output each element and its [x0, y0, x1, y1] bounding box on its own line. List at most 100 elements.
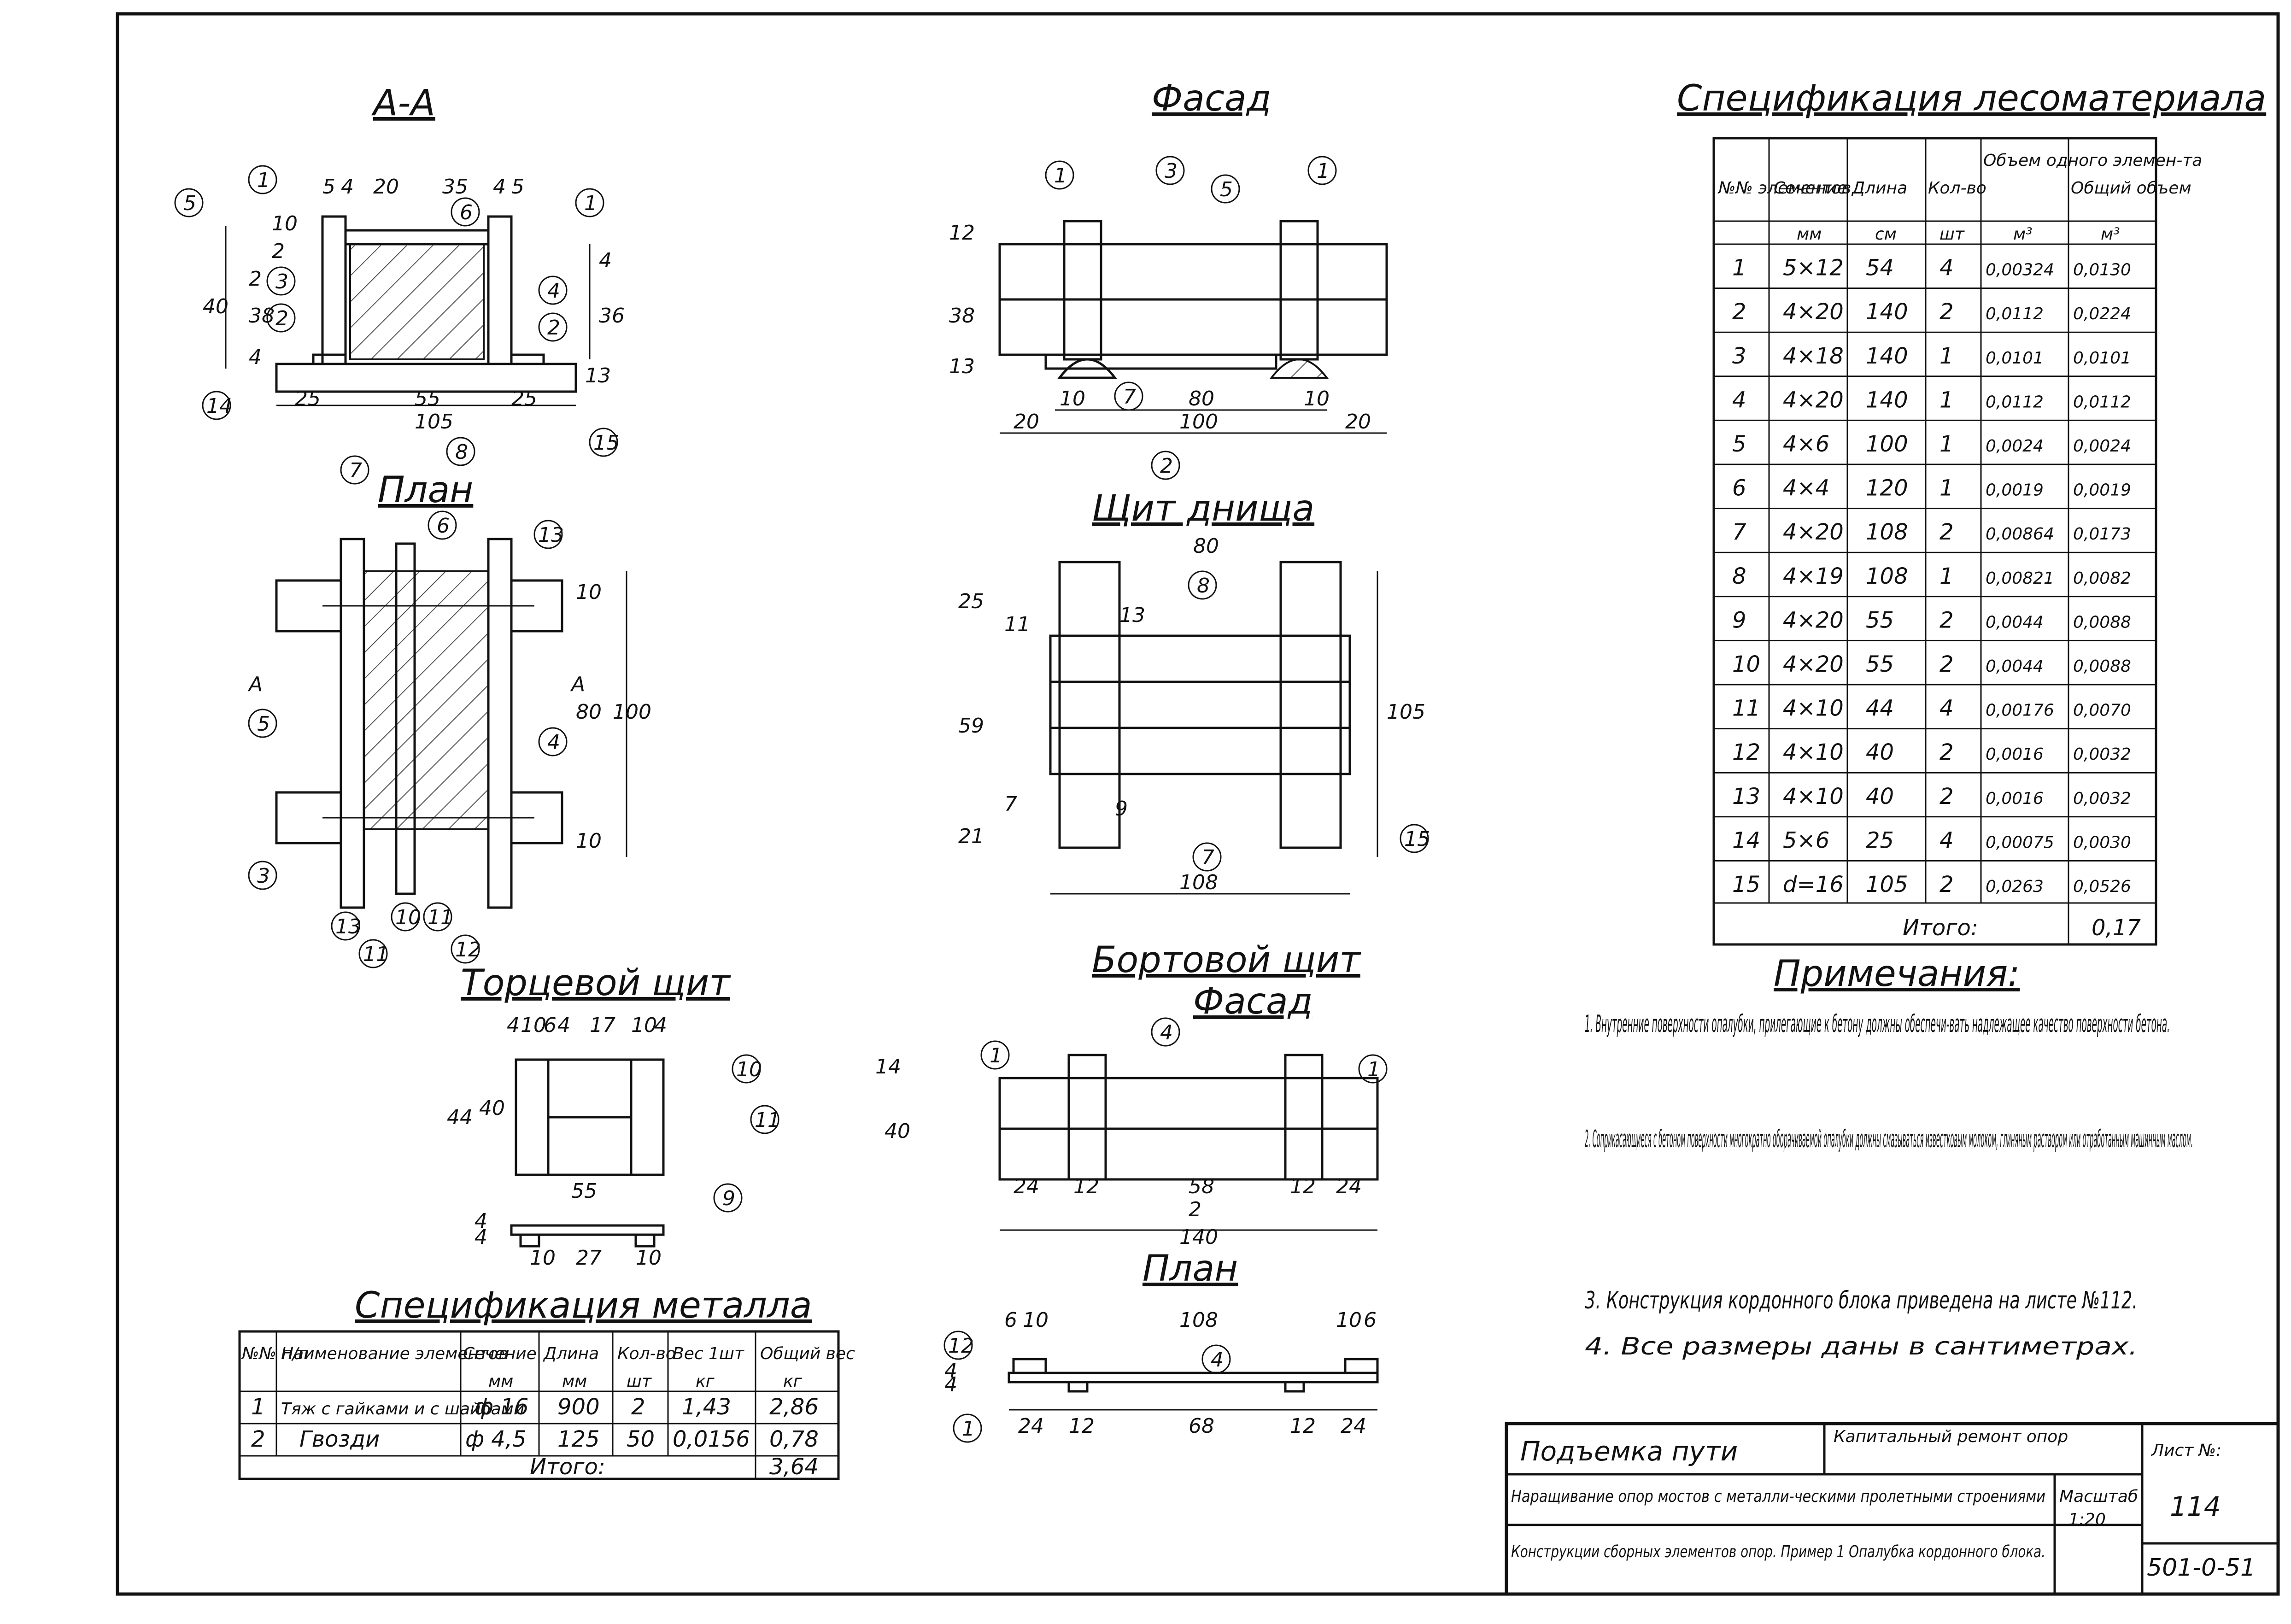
svg-text:4: 4	[493, 175, 506, 199]
svg-text:Конструкции сборных элементов: Конструкции сборных элементов опор. Прим…	[1511, 1542, 2045, 1561]
svg-text:2,86: 2,86	[769, 1394, 819, 1420]
svg-text:7: 7	[1201, 846, 1214, 869]
wood-spec-cell: 2	[1939, 299, 1954, 325]
svg-text:4: 4	[1211, 1348, 1224, 1372]
notes-title: Примечания:	[1774, 953, 2020, 995]
note-4: 4. Все размеры даны в сантиметрах.	[1585, 1333, 2138, 1360]
wood-spec-cell: 140	[1866, 343, 1908, 369]
svg-text:27: 27	[576, 1246, 602, 1270]
svg-text:105: 105	[415, 410, 453, 434]
svg-text:38: 38	[949, 304, 975, 328]
svg-text:13: 13	[585, 364, 611, 387]
svg-text:№№ п/п: №№ п/п	[241, 1344, 309, 1363]
svg-text:4: 4	[654, 1014, 667, 1037]
svg-text:4: 4	[507, 1014, 520, 1037]
wood-spec-cell: 4	[1939, 696, 1954, 721]
svg-text:10: 10	[1060, 387, 1085, 410]
wood-spec-cell: 4×20	[1783, 519, 1844, 545]
wood-spec-cell: 0,0044	[1986, 657, 2044, 676]
wood-spec-cell: 5	[1732, 431, 1746, 457]
plan-title: План	[378, 469, 473, 511]
wood-spec-cell: 11	[1732, 696, 1760, 721]
wood-spec-cell: 0,0019	[1986, 481, 2044, 500]
svg-text:13: 13	[949, 355, 975, 378]
svg-text:4: 4	[341, 175, 354, 199]
wood-spec-cell: 0,00821	[1986, 569, 2054, 588]
svg-text:10: 10	[530, 1246, 556, 1270]
wood-spec-cell: 0,0130	[2073, 261, 2131, 280]
svg-text:12: 12	[455, 938, 481, 962]
svg-text:24: 24	[1336, 1175, 1362, 1198]
wood-spec-cell: 0,0112	[2073, 393, 2131, 411]
svg-text:8: 8	[455, 440, 468, 464]
svg-text:17: 17	[590, 1014, 615, 1037]
svg-text:24: 24	[1014, 1175, 1039, 1198]
end-shield: Торцевой щит 4 10 6 4 17 10 4 44 40 55 4…	[447, 962, 780, 1270]
svg-text:Объем одного элемен-та: Объем одного элемен-та	[1983, 151, 2202, 170]
svg-text:4: 4	[249, 346, 262, 369]
wood-spec-cell: 4×10	[1783, 739, 1844, 765]
metal-spec: Спецификация металла №№ п/п Наименование…	[238, 1285, 855, 1480]
end-shield-title: Торцевой щит	[461, 962, 731, 1004]
svg-text:6: 6	[1004, 1308, 1017, 1332]
svg-text:58: 58	[1189, 1175, 1214, 1198]
wood-spec-cell: d=16	[1783, 872, 1844, 897]
wood-spec-cell: 1	[1732, 255, 1746, 281]
svg-text:4: 4	[1160, 1021, 1173, 1044]
svg-text:10: 10	[272, 212, 298, 235]
svg-text:3,64: 3,64	[769, 1454, 819, 1480]
svg-text:12: 12	[1069, 1414, 1095, 1438]
svg-text:5: 5	[183, 192, 196, 215]
svg-text:7: 7	[349, 459, 362, 482]
svg-text:1: 1	[962, 1417, 975, 1441]
wood-spec-cell: 25	[1866, 827, 1894, 853]
svg-text:11: 11	[363, 943, 389, 966]
svg-text:1,43: 1,43	[682, 1394, 731, 1420]
facade-view: Фасад 12 38 13 10 80 10 20 100 20 1 3 5 …	[949, 78, 1388, 480]
wood-spec-cell: 8	[1732, 563, 1746, 589]
svg-text:55: 55	[415, 387, 440, 410]
wood-spec-cell: 4×6	[1783, 431, 1829, 457]
svg-text:10: 10	[395, 906, 421, 929]
wood-spec-cell: 4	[1939, 827, 1954, 853]
svg-text:10: 10	[631, 1014, 657, 1037]
svg-text:100: 100	[1179, 410, 1218, 434]
wood-spec-title: Спецификация лесоматериала	[1677, 78, 2266, 119]
svg-text:Кол-во: Кол-во	[617, 1344, 676, 1363]
wood-spec-cell: 4×20	[1783, 387, 1844, 413]
svg-text:108: 108	[1179, 1308, 1218, 1332]
svg-text:12: 12	[1073, 1175, 1099, 1198]
svg-text:80: 80	[1193, 534, 1219, 558]
wood-spec-cell: 0,0032	[2073, 789, 2131, 808]
wood-spec-cell: 4×4	[1783, 475, 1829, 501]
svg-text:Подъемка пути: Подъемка пути	[1520, 1436, 1738, 1467]
svg-text:4: 4	[475, 1225, 487, 1249]
svg-text:114: 114	[2170, 1491, 2221, 1522]
svg-text:13: 13	[538, 523, 564, 547]
note-1: 1. Внутренние поверхности опалубки, прил…	[1585, 1010, 2170, 1038]
svg-text:24: 24	[1018, 1414, 1044, 1438]
svg-text:Длина: Длина	[543, 1344, 599, 1363]
wood-spec-cell: 40	[1866, 784, 1894, 809]
svg-text:ф 16: ф 16	[475, 1394, 528, 1420]
wood-spec-cell: 2	[1939, 872, 1954, 897]
svg-text:6: 6	[544, 1014, 557, 1037]
svg-text:7: 7	[1004, 792, 1017, 816]
wood-spec-cell: 140	[1866, 299, 1908, 325]
svg-text:Гвозди: Гвозди	[299, 1426, 380, 1452]
wood-spec-cell: 5×6	[1783, 827, 1829, 853]
svg-text:5: 5	[1220, 178, 1233, 201]
wood-spec-cell: 13	[1732, 784, 1760, 809]
svg-text:10: 10	[1304, 387, 1330, 410]
svg-text:7: 7	[1123, 385, 1136, 409]
svg-text:6: 6	[437, 514, 450, 538]
svg-text:2: 2	[272, 240, 285, 263]
wood-spec-cell: 0,0101	[1986, 349, 2044, 368]
svg-text:11: 11	[755, 1108, 780, 1132]
wood-spec-cell: 3	[1732, 343, 1746, 369]
wood-spec-cell: 40	[1866, 739, 1894, 765]
wood-spec-cell: 0,0088	[2073, 657, 2131, 676]
svg-text:3: 3	[1165, 159, 1178, 183]
wood-spec-cell: 2	[1939, 519, 1954, 545]
wood-spec-cell: 7	[1732, 519, 1746, 545]
